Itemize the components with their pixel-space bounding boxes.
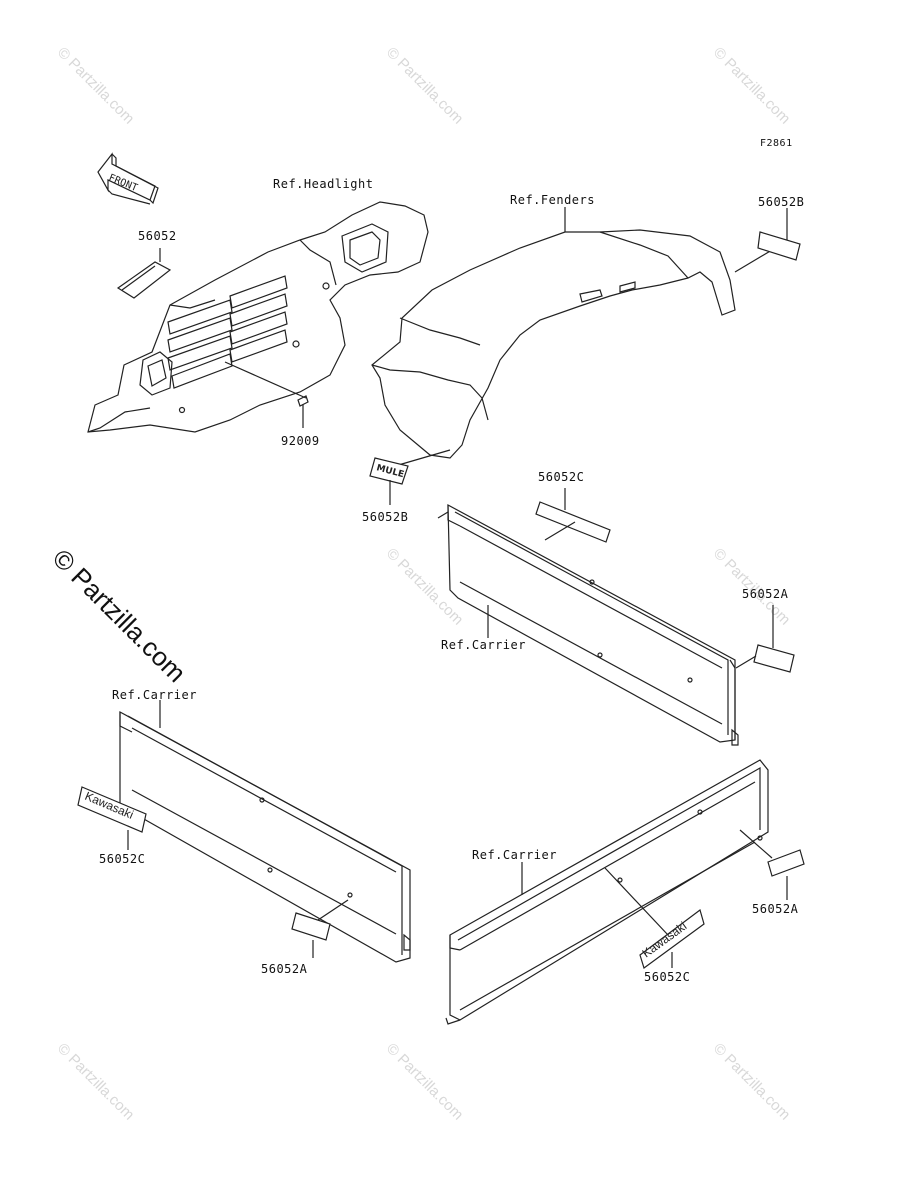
decal-56052a-left	[291, 912, 331, 941]
carrier-left-drawing	[119, 710, 411, 963]
front-arrow-icon	[97, 152, 159, 205]
decal-kawasaki-left	[77, 786, 147, 833]
callout-92009: 92009	[281, 434, 320, 448]
decal-56052a-low	[767, 849, 805, 877]
decal-56052c-top	[535, 501, 611, 543]
decal-kawasaki-right	[639, 908, 705, 969]
callout-56052a-left: 56052A	[261, 962, 308, 976]
carrier-mid-drawing	[437, 503, 739, 746]
callout-ref-carrier-mid: Ref.Carrier	[441, 638, 526, 652]
callout-56052c-left: 56052C	[99, 852, 146, 866]
decal-56052	[116, 261, 172, 299]
decal-56052b-top	[757, 231, 801, 261]
figure-code: F2861	[760, 138, 793, 149]
callout-56052: 56052	[138, 229, 177, 243]
callout-56052b-top: 56052B	[758, 195, 805, 209]
callout-ref-headlight: Ref.Headlight	[273, 177, 374, 191]
carrier-right-drawing	[445, 759, 769, 1025]
front-panel-drawing	[87, 201, 429, 433]
callout-56052b-mid: 56052B	[362, 510, 409, 524]
callout-56052a-low: 56052A	[752, 902, 799, 916]
decal-mule	[369, 457, 409, 485]
decal-56052a-right	[753, 644, 795, 673]
callout-ref-carrier-right: Ref.Carrier	[472, 848, 557, 862]
callout-56052c-low: 56052C	[644, 970, 691, 984]
callout-56052c-top: 56052C	[538, 470, 585, 484]
callout-56052a-right: 56052A	[742, 587, 789, 601]
callout-ref-carrier-left: Ref.Carrier	[112, 688, 197, 702]
fenders-drawing	[371, 229, 736, 459]
callout-ref-fenders: Ref.Fenders	[510, 193, 595, 207]
